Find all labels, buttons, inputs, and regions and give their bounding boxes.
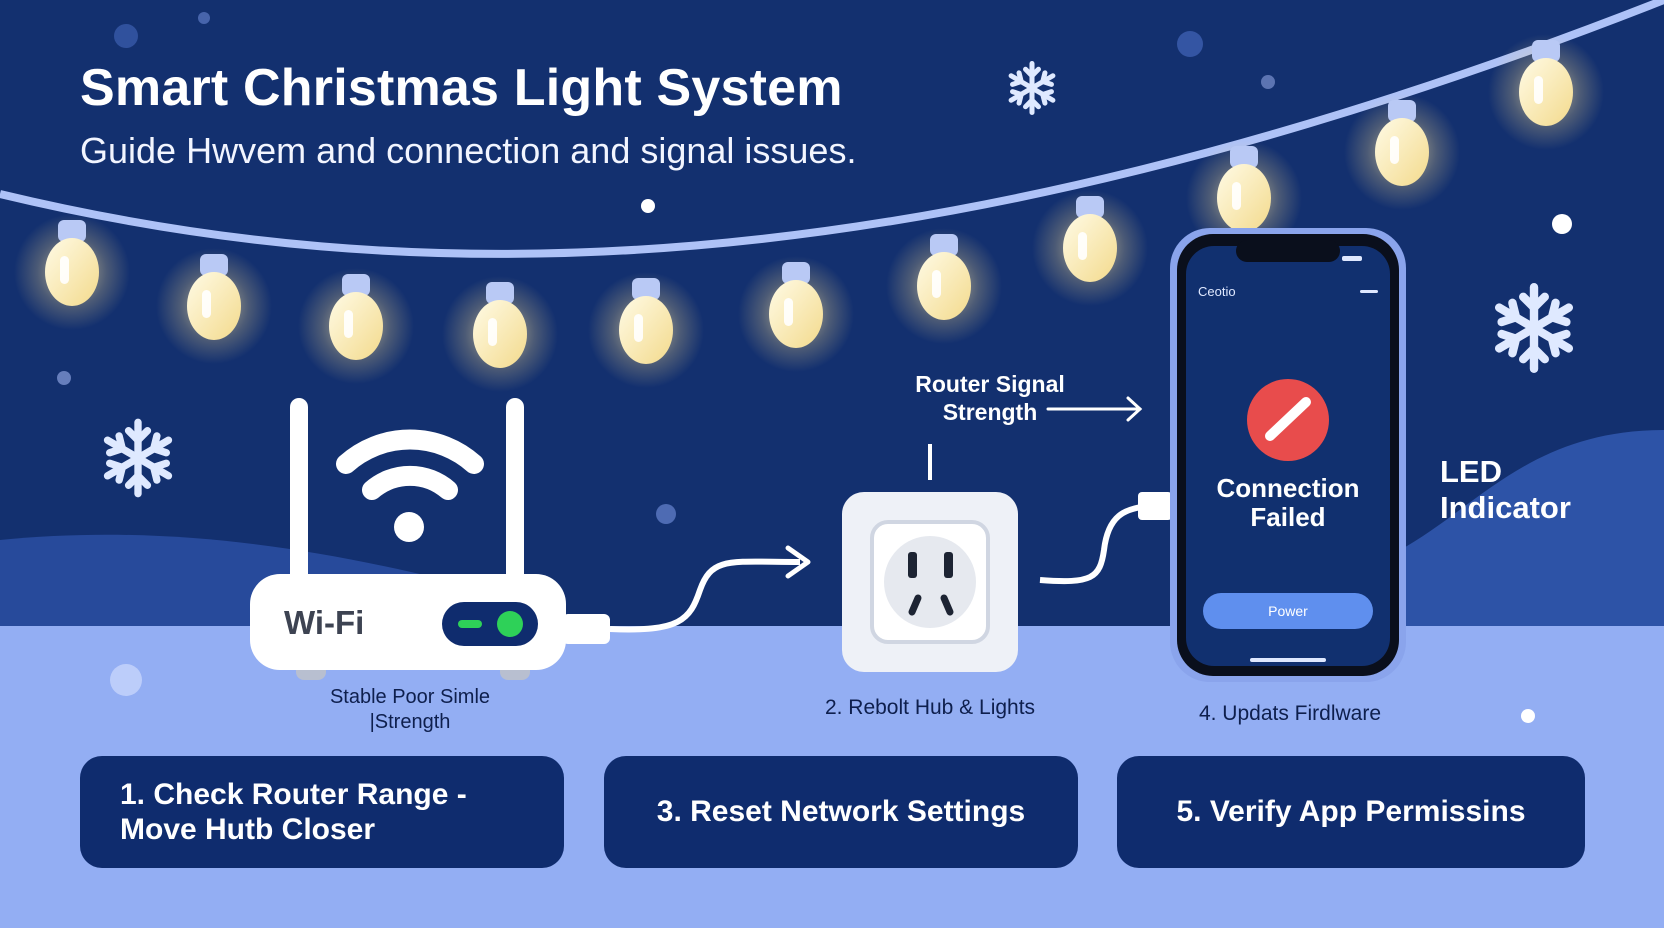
router-led-panel (442, 602, 538, 646)
arrow-right-icon (785, 545, 811, 579)
bulb-icon (156, 248, 272, 364)
bulb-icon (1186, 140, 1302, 256)
bulb-icon (886, 228, 1002, 344)
bulb-icon (14, 214, 130, 330)
bulb-icon (1032, 190, 1148, 306)
bulb-icon (588, 272, 704, 388)
snowflake-icon (1011, 64, 1053, 113)
step-card-label: 3. Reset Network Settings (656, 795, 1026, 828)
step-card-label: 1. Check Router Range - Move Hutb Closer (120, 778, 467, 846)
router-brand-text: Wi-Fi (284, 604, 365, 641)
snowflake-icon (1499, 287, 1569, 369)
step-card-label: 5. Verify App Permissins (1176, 795, 1526, 828)
router-cable (609, 558, 801, 633)
bulb-icon (1488, 34, 1604, 150)
router-illustration (250, 398, 610, 680)
step-card-reset-network: 3. Reset Network Settings (604, 756, 1078, 868)
phone-app-name: Ceotio (1198, 284, 1236, 299)
router-led-icon (497, 611, 523, 637)
led-indicator-label: LED Indicator (1440, 454, 1571, 525)
page-subtitle: Guide Hwvem and connection and signal is… (80, 130, 857, 171)
usb-connector (1138, 492, 1172, 520)
page-title: Smart Christmas Light System (80, 59, 843, 117)
router-signal-label: Router Signal Strength (915, 371, 1065, 425)
hill-right (1380, 430, 1664, 640)
wifi-signal-icon (336, 429, 484, 542)
update-firmware-label: 4. Updats Firdlware (1198, 702, 1382, 725)
bulb-icon (298, 268, 414, 384)
signal-arrow-icon (1046, 396, 1143, 422)
smartphone-illustration (1170, 228, 1406, 682)
power-button[interactable]: Power (1203, 593, 1373, 629)
stable-strength-label: Stable Poor Simle |Strength (329, 686, 491, 733)
reboot-step-label: 2. Rebolt Hub & Lights (824, 696, 1036, 719)
connection-status: Connection Failed (1216, 473, 1360, 532)
light-string-wire (0, 0, 1664, 258)
bulb-icon (738, 256, 854, 372)
bulb-icon (1344, 94, 1460, 210)
phone-cable (1039, 503, 1151, 585)
smart-plug-outlet-illustration (842, 444, 1018, 672)
bulb-icon (442, 276, 558, 392)
string-lights (14, 34, 1604, 392)
bokeh-dots (57, 12, 1572, 723)
step-card-verify-permissions: 5. Verify App Permissins (1117, 756, 1585, 868)
snowflake-icon (108, 422, 169, 493)
step-card-check-router: 1. Check Router Range - Move Hutb Closer (80, 756, 564, 868)
